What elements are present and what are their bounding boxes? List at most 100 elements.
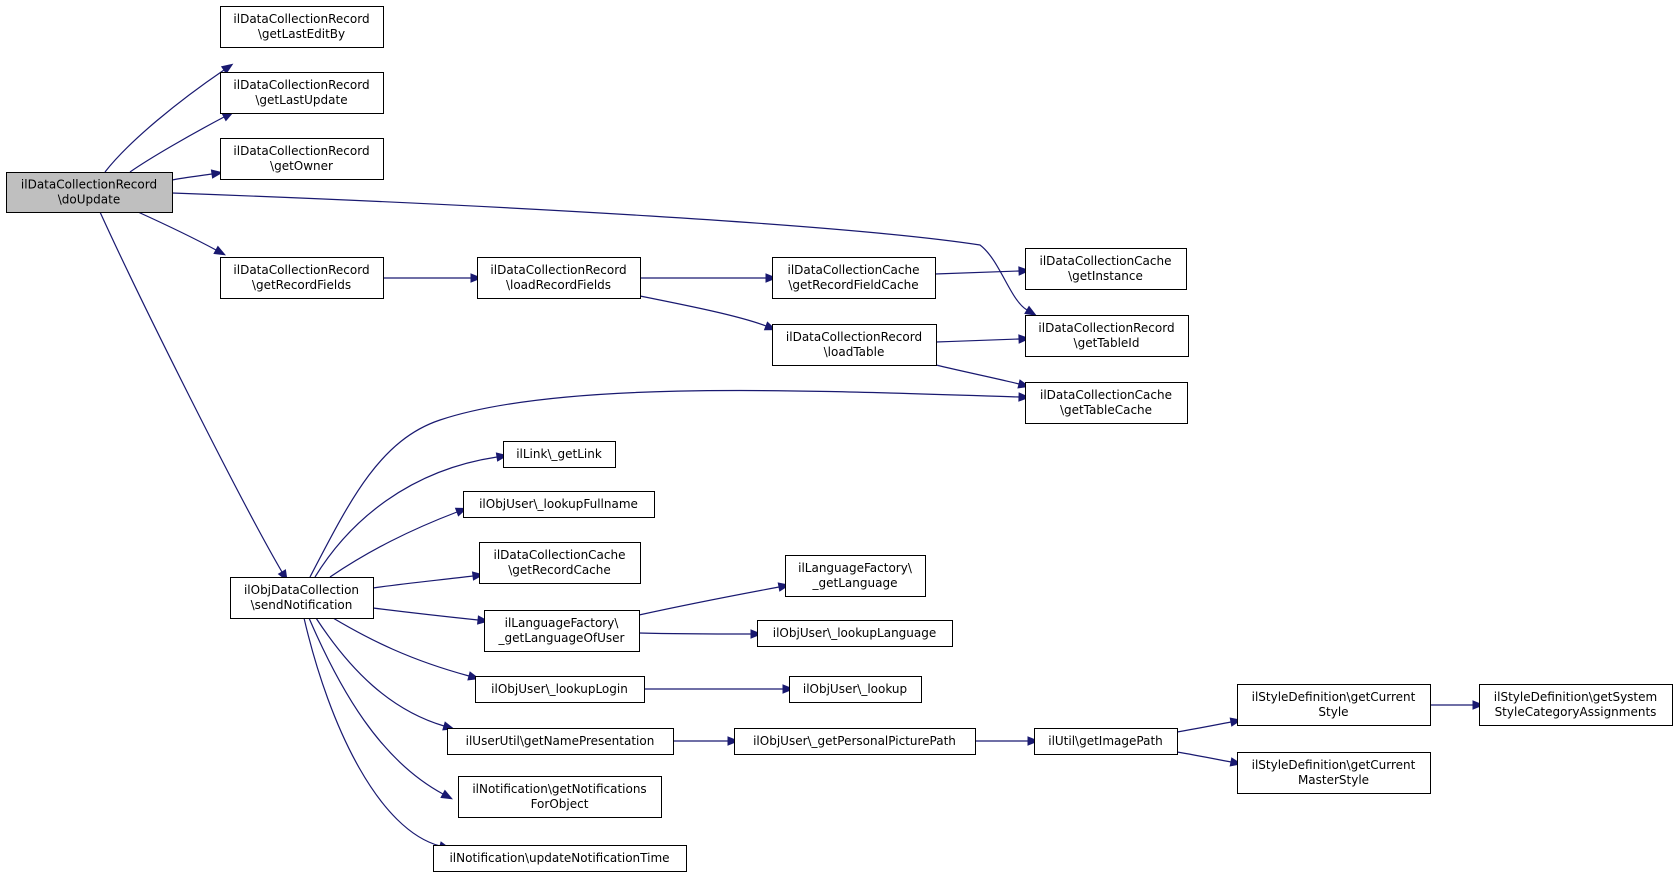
node-box — [1025, 315, 1189, 357]
node-load-record-fields[interactable]: ilDataCollectionRecord\loadRecordFields — [477, 257, 641, 299]
edge-send-notification-to-get-record-cache — [372, 571, 485, 589]
node-get-link[interactable]: ilLink\_getLink — [503, 441, 616, 468]
arrowhead-icon — [477, 615, 490, 625]
arrowhead-icon — [750, 629, 763, 639]
node-get-record-field-cache[interactable]: ilDataCollectionCache\getRecordFieldCach… — [772, 257, 936, 299]
edge-do-update-to-get-last-edit-by — [104, 63, 234, 173]
arrowhead-icon — [1024, 305, 1037, 316]
arrowhead-icon — [470, 273, 483, 283]
node-label: ilLanguageFactory\ — [798, 561, 913, 575]
node-box — [230, 577, 374, 619]
node-label: ilDataCollectionCache — [1040, 254, 1172, 268]
node-box — [458, 776, 662, 818]
arrowhead-icon — [765, 273, 778, 283]
node-box — [220, 138, 384, 180]
node-label: ilDataCollectionRecord — [233, 12, 369, 26]
edge-get-record-field-cache-to-get-instance — [934, 266, 1031, 276]
node-lookup[interactable]: ilObjUser\_lookup — [789, 676, 922, 703]
node-get-image-path[interactable]: ilUtil\getImagePath — [1034, 728, 1178, 755]
node-box — [1025, 382, 1188, 424]
node-label: \loadRecordFields — [506, 278, 611, 292]
node-box — [6, 172, 173, 213]
edge-get-name-presentation-to-get-personal-picture-path — [673, 736, 740, 746]
edge-line — [372, 607, 479, 621]
node-label: _getLanguageOfUser — [498, 631, 625, 645]
arrowhead-icon — [440, 789, 453, 800]
node-label: ilDataCollectionCache — [1040, 388, 1172, 402]
node-label: ilStyleDefinition\getCurrent — [1252, 758, 1416, 772]
node-label: \getInstance — [1068, 269, 1143, 283]
node-label: ilDataCollectionRecord — [21, 178, 157, 192]
edge-send-notification-to-lookup-login — [332, 617, 480, 681]
node-box — [1025, 248, 1187, 290]
node-label: ilUtil\getImagePath — [1048, 734, 1163, 748]
node-label: ilNotification\getNotifications — [472, 782, 646, 796]
edge-line — [935, 338, 1020, 343]
edge-line — [171, 192, 1028, 311]
node-box — [433, 845, 687, 872]
node-lookup-fullname[interactable]: ilObjUser\_lookupFullname — [463, 491, 655, 518]
node-label: MasterStyle — [1298, 773, 1369, 787]
node-update-notification-time[interactable]: ilNotification\updateNotificationTime — [433, 845, 687, 872]
edge-get-current-style-to-get-system-style-category-assignments — [1430, 700, 1485, 710]
edge-line — [1176, 721, 1232, 733]
edge-get-image-path-to-get-current-master-style — [1176, 751, 1243, 767]
edge-send-notification-to-update-notification-time — [303, 617, 451, 851]
edge-line — [171, 173, 213, 181]
edge-line — [332, 617, 470, 677]
node-label: ilObjUser\_lookup — [803, 682, 907, 696]
node-load-table[interactable]: ilDataCollectionRecord\loadTable — [772, 324, 937, 366]
edge-get-personal-picture-path-to-get-image-path — [975, 736, 1040, 746]
node-get-instance[interactable]: ilDataCollectionCache\getInstance — [1025, 248, 1187, 290]
node-box — [220, 6, 384, 48]
node-label: \getRecordFields — [252, 278, 351, 292]
node-label: StyleCategoryAssignments — [1495, 705, 1657, 719]
node-box — [772, 324, 937, 366]
edge-line — [372, 575, 474, 589]
edge-send-notification-to-get-table-cache — [309, 389, 1031, 578]
node-lookup-language[interactable]: ilObjUser\_lookupLanguage — [757, 620, 953, 647]
arrowhead-icon — [1018, 266, 1031, 276]
node-label: \loadTable — [824, 345, 885, 359]
node-lookup-login[interactable]: ilObjUser\_lookupLogin — [475, 676, 645, 703]
node-get-language-of-user[interactable]: ilLanguageFactory\_getLanguageOfUser — [484, 610, 640, 652]
edge-line — [329, 511, 458, 578]
edge-load-table-to-get-table-id — [935, 334, 1031, 344]
edge-line — [137, 211, 217, 251]
node-get-last-edit-by[interactable]: ilDataCollectionRecord\getLastEditBy — [220, 6, 384, 48]
node-label: ilObjDataCollection — [244, 583, 359, 597]
arrowhead-icon — [727, 736, 740, 746]
node-label: ilDataCollectionRecord — [233, 263, 369, 277]
node-label: \getLastUpdate — [255, 93, 347, 107]
node-label: ilDataCollectionRecord — [233, 78, 369, 92]
node-box — [447, 728, 674, 755]
node-label: ilObjUser\_getPersonalPicturePath — [753, 734, 956, 748]
arrowhead-icon — [210, 169, 224, 179]
node-get-last-update[interactable]: ilDataCollectionRecord\getLastUpdate — [220, 72, 384, 114]
node-get-record-fields[interactable]: ilDataCollectionRecord\getRecordFields — [220, 257, 384, 299]
node-box — [1237, 684, 1431, 726]
node-get-record-cache[interactable]: ilDataCollectionCache\getRecordCache — [479, 542, 641, 584]
node-box — [1479, 684, 1673, 726]
node-get-system-style-category-assignments[interactable]: ilStyleDefinition\getSystemStyleCategory… — [1479, 684, 1673, 726]
node-get-personal-picture-path[interactable]: ilObjUser\_getPersonalPicturePath — [734, 728, 976, 755]
node-label: ilObjUser\_lookupLogin — [491, 682, 628, 696]
node-box — [463, 491, 655, 518]
node-do-update[interactable]: ilDataCollectionRecord\doUpdate — [6, 172, 173, 213]
node-box — [772, 257, 936, 299]
node-get-name-presentation[interactable]: ilUserUtil\getNamePresentation — [447, 728, 674, 755]
edge-get-language-of-user-to-lookup-language — [638, 629, 763, 639]
node-get-language[interactable]: ilLanguageFactory\_getLanguage — [785, 555, 926, 597]
node-label: ForObject — [531, 797, 589, 811]
node-get-table-cache[interactable]: ilDataCollectionCache\getTableCache — [1025, 382, 1188, 424]
node-get-owner[interactable]: ilDataCollectionRecord\getOwner — [220, 138, 384, 180]
node-label: ilObjUser\_lookupLanguage — [773, 626, 937, 640]
node-label: \sendNotification — [251, 598, 353, 612]
node-get-table-id[interactable]: ilDataCollectionRecord\getTableId — [1025, 315, 1189, 357]
node-send-notification[interactable]: ilObjDataCollection\sendNotification — [230, 577, 374, 619]
arrowhead-icon — [220, 63, 234, 75]
